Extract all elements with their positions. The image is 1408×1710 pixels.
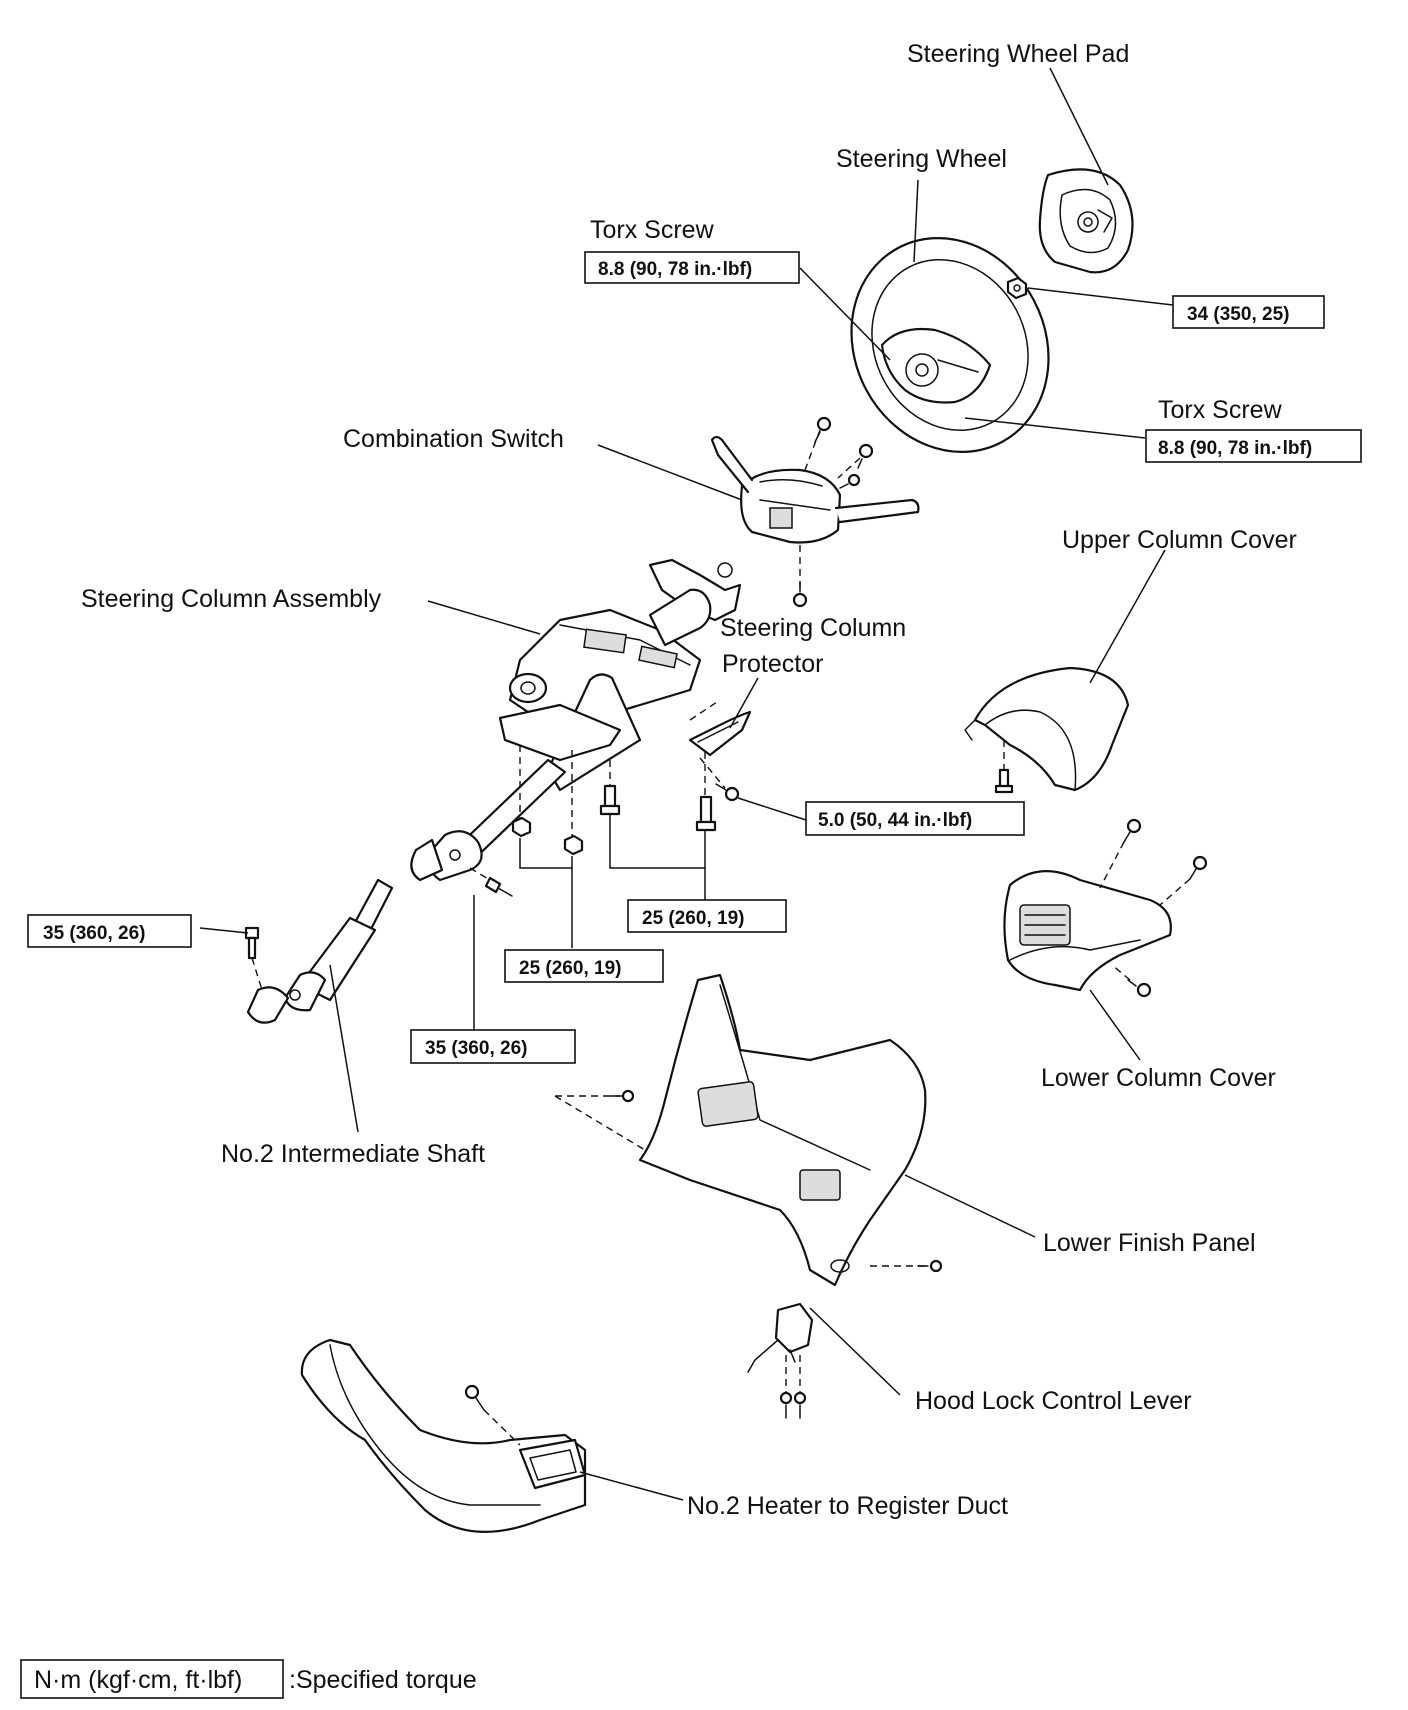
torque-box-protector: 5.0 (50, 44 in.·lbf) xyxy=(805,801,1025,836)
legend: N·m (kgf·cm, ft·lbf) :Specified torque xyxy=(20,1659,477,1699)
svg-text:35 (360, 26): 35 (360, 26) xyxy=(43,923,145,944)
label-steering-column-assembly: Steering Column Assembly xyxy=(81,585,382,613)
column-bolt-2 xyxy=(695,795,717,832)
svg-text:25 (260, 19): 25 (260, 19) xyxy=(642,908,744,929)
steering-column-assembly xyxy=(410,558,742,882)
label-no2-intermediate-shaft: No.2 Intermediate Shaft xyxy=(221,1140,485,1168)
torque-box-column-bolts: 25 (260, 19) xyxy=(627,899,787,933)
upper-column-cover xyxy=(964,666,1130,792)
torque-box-torx-1: 8.8 (90, 78 in.·lbf) xyxy=(584,251,800,284)
switch-screw-3 xyxy=(839,473,861,489)
svg-text:25 (260, 19): 25 (260, 19) xyxy=(519,958,621,979)
lower-cover-screw-3 xyxy=(1127,979,1152,998)
lower-cover-screw-2 xyxy=(1189,855,1208,880)
label-torx-screw-2: Torx Screw xyxy=(1158,396,1283,424)
column-nut-2 xyxy=(563,834,584,856)
torque-box-torx-2: 8.8 (90, 78 in.·lbf) xyxy=(1145,429,1362,463)
torque-box-shaft-bolt: 35 (360, 26) xyxy=(27,914,192,948)
svg-text:5.0 (50, 44 in.·lbf): 5.0 (50, 44 in.·lbf) xyxy=(818,810,972,831)
combination-switch xyxy=(710,435,920,544)
lower-cover-screw-1 xyxy=(1123,818,1142,843)
label-upper-column-cover: Upper Column Cover xyxy=(1062,526,1297,554)
lower-finish-panel xyxy=(638,973,927,1287)
svg-text:34 (350, 25): 34 (350, 25) xyxy=(1187,304,1289,325)
label-combination-switch: Combination Switch xyxy=(343,425,564,453)
label-no2-heater-duct: No.2 Heater to Register Duct xyxy=(687,1492,1008,1520)
label-torx-screw-1: Torx Screw xyxy=(590,216,715,244)
label-steering-wheel-pad: Steering Wheel Pad xyxy=(907,40,1129,68)
lower-column-cover xyxy=(1003,870,1172,992)
steering-wheel-pad xyxy=(1038,168,1134,274)
legend-text: :Specified torque xyxy=(289,1666,477,1694)
label-steering-wheel: Steering Wheel xyxy=(836,145,1007,173)
lever-bolt-1 xyxy=(779,1391,793,1419)
label-lower-column-cover: Lower Column Cover xyxy=(1041,1064,1276,1092)
steering-column-protector xyxy=(688,710,752,757)
wheel-nut xyxy=(1006,276,1028,300)
no2-heater-to-register-duct xyxy=(300,1338,587,1533)
label-steering-column-protector-line1: Steering Column xyxy=(720,614,906,642)
torque-box-column-nuts: 25 (260, 19) xyxy=(504,949,664,983)
no2-intermediate-shaft xyxy=(246,878,394,1024)
legend-unit: N·m (kgf·cm, ft·lbf) xyxy=(34,1666,242,1694)
label-steering-column-protector-line2: Protector xyxy=(722,650,823,678)
column-bolt-1 xyxy=(599,784,621,816)
torque-box-nut-wheel: 34 (350, 25) xyxy=(1172,295,1325,329)
upper-cover-screw xyxy=(994,768,1014,794)
hood-lock-control-lever xyxy=(747,1302,814,1373)
leader-lines xyxy=(199,67,1174,1501)
lever-bolt-2 xyxy=(793,1391,807,1419)
label-lower-finish-panel: Lower Finish Panel xyxy=(1043,1229,1256,1257)
svg-text:35 (360, 26): 35 (360, 26) xyxy=(425,1038,527,1059)
joint-bolt xyxy=(484,876,513,897)
steering-wheel xyxy=(850,237,1050,453)
column-nut-1 xyxy=(511,816,532,838)
protector-screw xyxy=(715,783,740,802)
torque-box-joint-bolt: 35 (360, 26) xyxy=(410,1029,576,1064)
switch-screw-1 xyxy=(814,416,832,443)
switch-screw-4 xyxy=(792,581,808,608)
label-hood-lock-control-lever: Hood Lock Control Lever xyxy=(915,1387,1192,1415)
svg-text:8.8 (90, 78 in.·lbf): 8.8 (90, 78 in.·lbf) xyxy=(1158,438,1312,459)
duct-screw xyxy=(464,1384,485,1411)
switch-screw-2 xyxy=(857,443,874,469)
svg-text:8.8 (90, 78 in.·lbf): 8.8 (90, 78 in.·lbf) xyxy=(598,259,752,280)
